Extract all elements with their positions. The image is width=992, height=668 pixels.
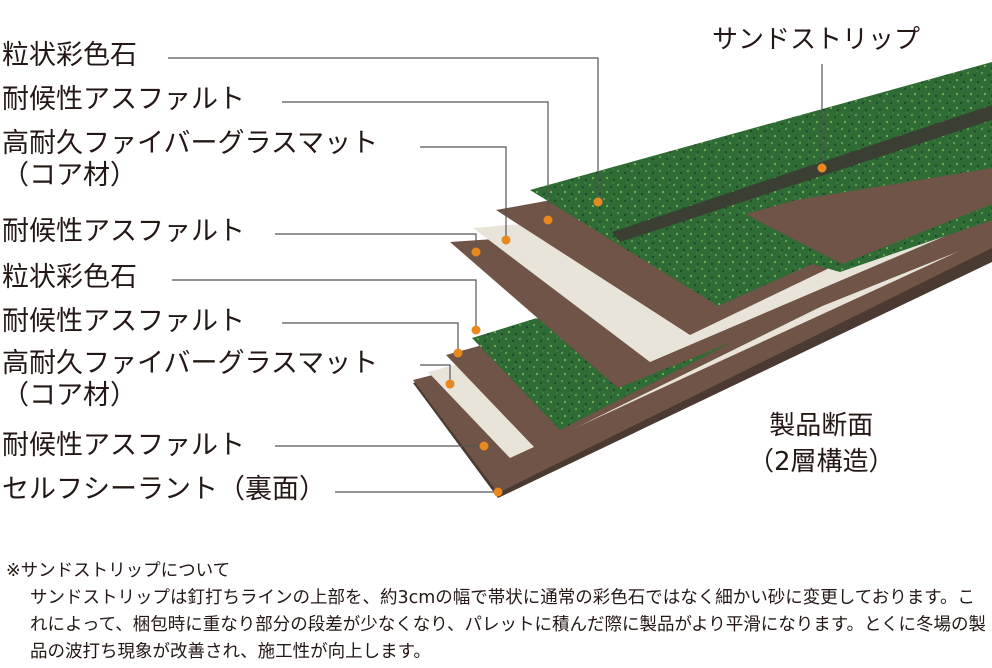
leader-line-2 <box>282 101 549 220</box>
leader-line-6 <box>282 322 459 353</box>
leader-line-4 <box>275 233 477 252</box>
shingle-cross-section-diagram <box>168 57 992 498</box>
marker-2 <box>543 215 553 225</box>
label-granules-upper: 粒状彩色石 <box>2 40 137 71</box>
label-asphalt-upper-bottom: 耐候性アスファルト <box>2 216 245 247</box>
marker-sand-strip <box>817 163 827 173</box>
label-asphalt-lower-top: 耐候性アスファルト <box>2 306 245 337</box>
note-body: サンドストリップは釘打ちラインの上部を、約3cmの幅で帯状に通常の彩色石ではなく… <box>30 588 987 662</box>
leader-line-7 <box>420 364 451 384</box>
sand-strip-note: ※サンドストリップについて サンドストリップは釘打ちラインの上部を、約3cmの幅… <box>6 558 990 666</box>
upper-shingle <box>450 62 992 388</box>
cross-section-label: 製品断面 （2層構造） <box>748 411 895 477</box>
marker-4 <box>471 247 481 257</box>
leader-line-5 <box>172 279 477 330</box>
marker-9 <box>493 487 503 497</box>
label-asphalt-lower-bottom: 耐候性アスファルト <box>2 430 245 461</box>
leader-markers <box>445 163 827 497</box>
label-asphalt-upper-top: 耐候性アスファルト <box>2 84 245 115</box>
label-self-sealant: セルフシーラント（裏面） <box>2 474 326 505</box>
marker-5 <box>471 325 481 335</box>
marker-6 <box>453 348 463 358</box>
leader-lines <box>168 57 823 493</box>
label-fiberglass-mat-upper: 高耐久ファイバーグラスマット（コア材） <box>2 128 379 191</box>
sand-strip <box>612 105 992 242</box>
label-fiberglass-mat-lower: 高耐久ファイバーグラスマット（コア材） <box>2 348 379 411</box>
label-granules-lower: 粒状彩色石 <box>2 262 137 293</box>
tab-cutout <box>746 168 992 264</box>
marker-7 <box>445 379 455 389</box>
marker-3 <box>501 235 511 245</box>
leader-line-3 <box>420 146 507 240</box>
marker-8 <box>479 441 489 451</box>
note-title: ※サンドストリップについて <box>6 561 231 581</box>
leader-line-1 <box>168 57 599 202</box>
marker-1 <box>593 197 603 207</box>
sand-strip-label: サンドストリップ <box>712 25 921 55</box>
